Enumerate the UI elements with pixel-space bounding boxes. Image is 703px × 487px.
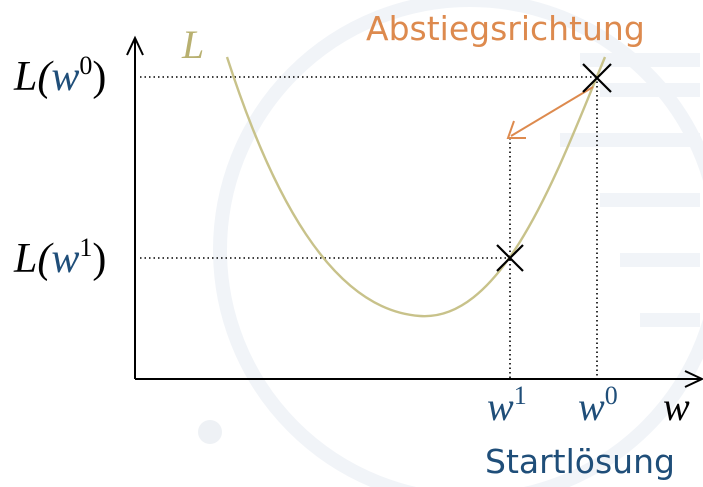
axes: [126, 35, 703, 388]
y-label-L-w1: L(w1): [13, 233, 106, 282]
x-axis-arrowhead: [684, 370, 703, 388]
x-label-w0: w0: [578, 381, 618, 429]
x-label-w1: w1: [487, 381, 527, 429]
x-cross-icon: [582, 63, 612, 93]
y-label-L-w0: L(w0): [13, 51, 106, 100]
start-solution-label: Startlösung: [485, 442, 675, 481]
x-cross-icon: [496, 244, 524, 272]
y-axis-arrowhead: [126, 35, 144, 56]
watermark-dot: [198, 420, 222, 444]
loss-curve: [225, 56, 607, 318]
descent-direction-label: Abstiegsrichtung: [366, 9, 645, 48]
curve-label: L: [181, 22, 204, 67]
descent-arrow: [506, 86, 594, 139]
x-axis-label-w: w: [663, 384, 690, 429]
watermark-seal: [213, 0, 703, 487]
